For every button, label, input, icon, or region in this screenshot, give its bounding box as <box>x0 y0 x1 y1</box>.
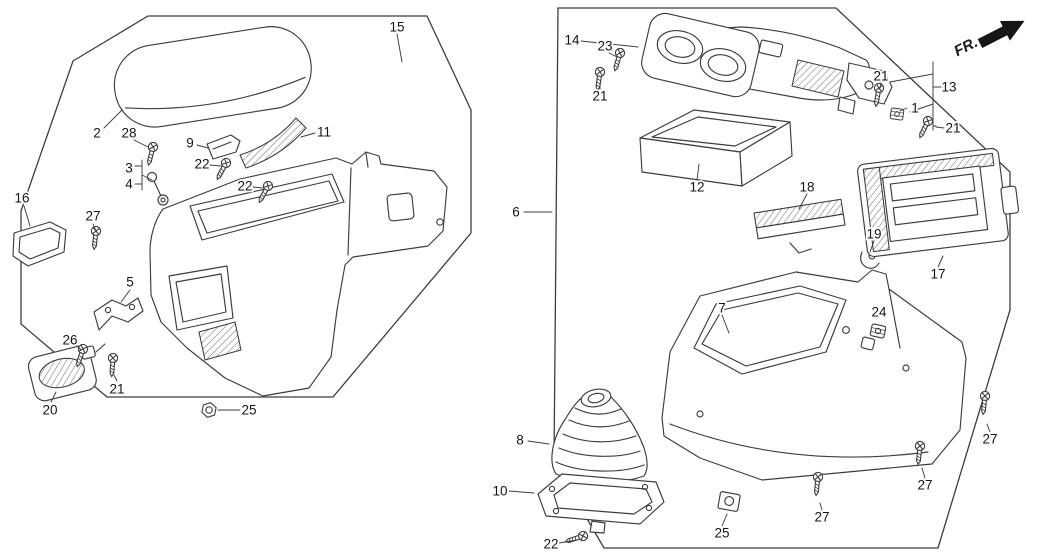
part-label-4: 4 <box>125 177 133 192</box>
part-label-3: 3 <box>125 161 133 176</box>
part-label-25-a: 25 <box>241 403 256 418</box>
console-lamp-20 <box>27 345 97 402</box>
screw-27-d <box>810 471 824 497</box>
part-label-25-b: 25 <box>714 526 729 541</box>
part-label-27-d: 27 <box>814 510 829 525</box>
mount-bracket-5 <box>93 297 144 331</box>
part-label-22-b: 22 <box>237 179 252 194</box>
screw-21-a <box>106 352 119 378</box>
part-label-13: 13 <box>941 80 956 95</box>
screw-27-b <box>977 390 991 416</box>
part-label-17: 17 <box>930 267 945 282</box>
part-label-26: 26 <box>62 333 77 348</box>
part-label-14: 14 <box>564 33 580 48</box>
part-label-10: 10 <box>492 484 507 499</box>
screw-22-c <box>563 529 590 547</box>
front-console-body <box>149 151 448 397</box>
part-label-28: 28 <box>121 126 136 141</box>
part-label-23: 23 <box>597 39 612 54</box>
part-label-19: 19 <box>866 227 881 242</box>
side-panel-detail <box>386 192 415 222</box>
boot-retainer-ring-10 <box>537 473 665 534</box>
shift-boot-8 <box>551 388 648 483</box>
part-label-16: 16 <box>14 191 29 206</box>
screw-23 <box>609 46 627 73</box>
part-label-21-a: 21 <box>109 382 124 397</box>
part-label-6: 6 <box>512 205 520 220</box>
side-bracket-13 <box>837 62 893 115</box>
screw-21-d <box>915 114 935 141</box>
leader-lines <box>23 33 991 544</box>
trim-strip-11 <box>239 117 307 169</box>
part-label-21-d: 21 <box>945 121 960 136</box>
radio-bezel-17 <box>857 147 1020 258</box>
part-label-21-c: 21 <box>873 69 888 84</box>
part-label-20: 20 <box>42 403 57 418</box>
part-label-18: 18 <box>799 180 814 195</box>
part-label-22-c: 22 <box>543 537 558 552</box>
part-label-1: 1 <box>911 101 919 116</box>
part-label-27-c: 27 <box>917 478 932 493</box>
screw-21-b <box>592 66 606 92</box>
part-label-21-b: 21 <box>592 89 607 104</box>
part-label-22-a: 22 <box>194 157 209 172</box>
part-label-11: 11 <box>317 125 331 140</box>
part-label-9: 9 <box>186 136 194 151</box>
bracket-13 <box>889 61 944 131</box>
part-label-24: 24 <box>871 305 887 320</box>
part-label-5: 5 <box>126 275 134 290</box>
part-label-2: 2 <box>93 126 101 141</box>
part-label-12: 12 <box>689 180 704 195</box>
hinge-pin-3-4 <box>146 171 169 206</box>
console-top-opening <box>189 173 345 241</box>
lamp-wire <box>95 343 106 353</box>
rear-lid-16 <box>12 221 67 267</box>
lock-latch-9 <box>206 134 241 160</box>
fr-label: FR. <box>951 34 980 60</box>
trim-strip-18 <box>753 198 846 240</box>
rear-upper-panel-14 <box>641 12 870 101</box>
left-boundary-frame <box>20 15 472 398</box>
armrest-pad <box>113 26 312 128</box>
fr-arrow-icon <box>977 20 1025 49</box>
part-label-27-b: 27 <box>982 432 997 447</box>
screw-28 <box>143 140 160 167</box>
console-tray-12 <box>639 109 793 187</box>
part-label-7: 7 <box>718 301 726 316</box>
nut-25-left <box>200 400 218 420</box>
screw-22-a <box>212 156 233 183</box>
bracket-3-4 <box>134 159 153 191</box>
clip-24 <box>869 323 887 339</box>
clip-1 <box>889 107 905 121</box>
rear-console-body-7 <box>661 269 967 481</box>
console-shift-patch <box>198 321 242 361</box>
nut-25-right <box>717 491 741 512</box>
part-label-8: 8 <box>516 433 524 448</box>
part-label-27-a: 27 <box>85 209 100 224</box>
part-label-15: 15 <box>389 20 404 35</box>
strip-bracket <box>789 242 812 254</box>
